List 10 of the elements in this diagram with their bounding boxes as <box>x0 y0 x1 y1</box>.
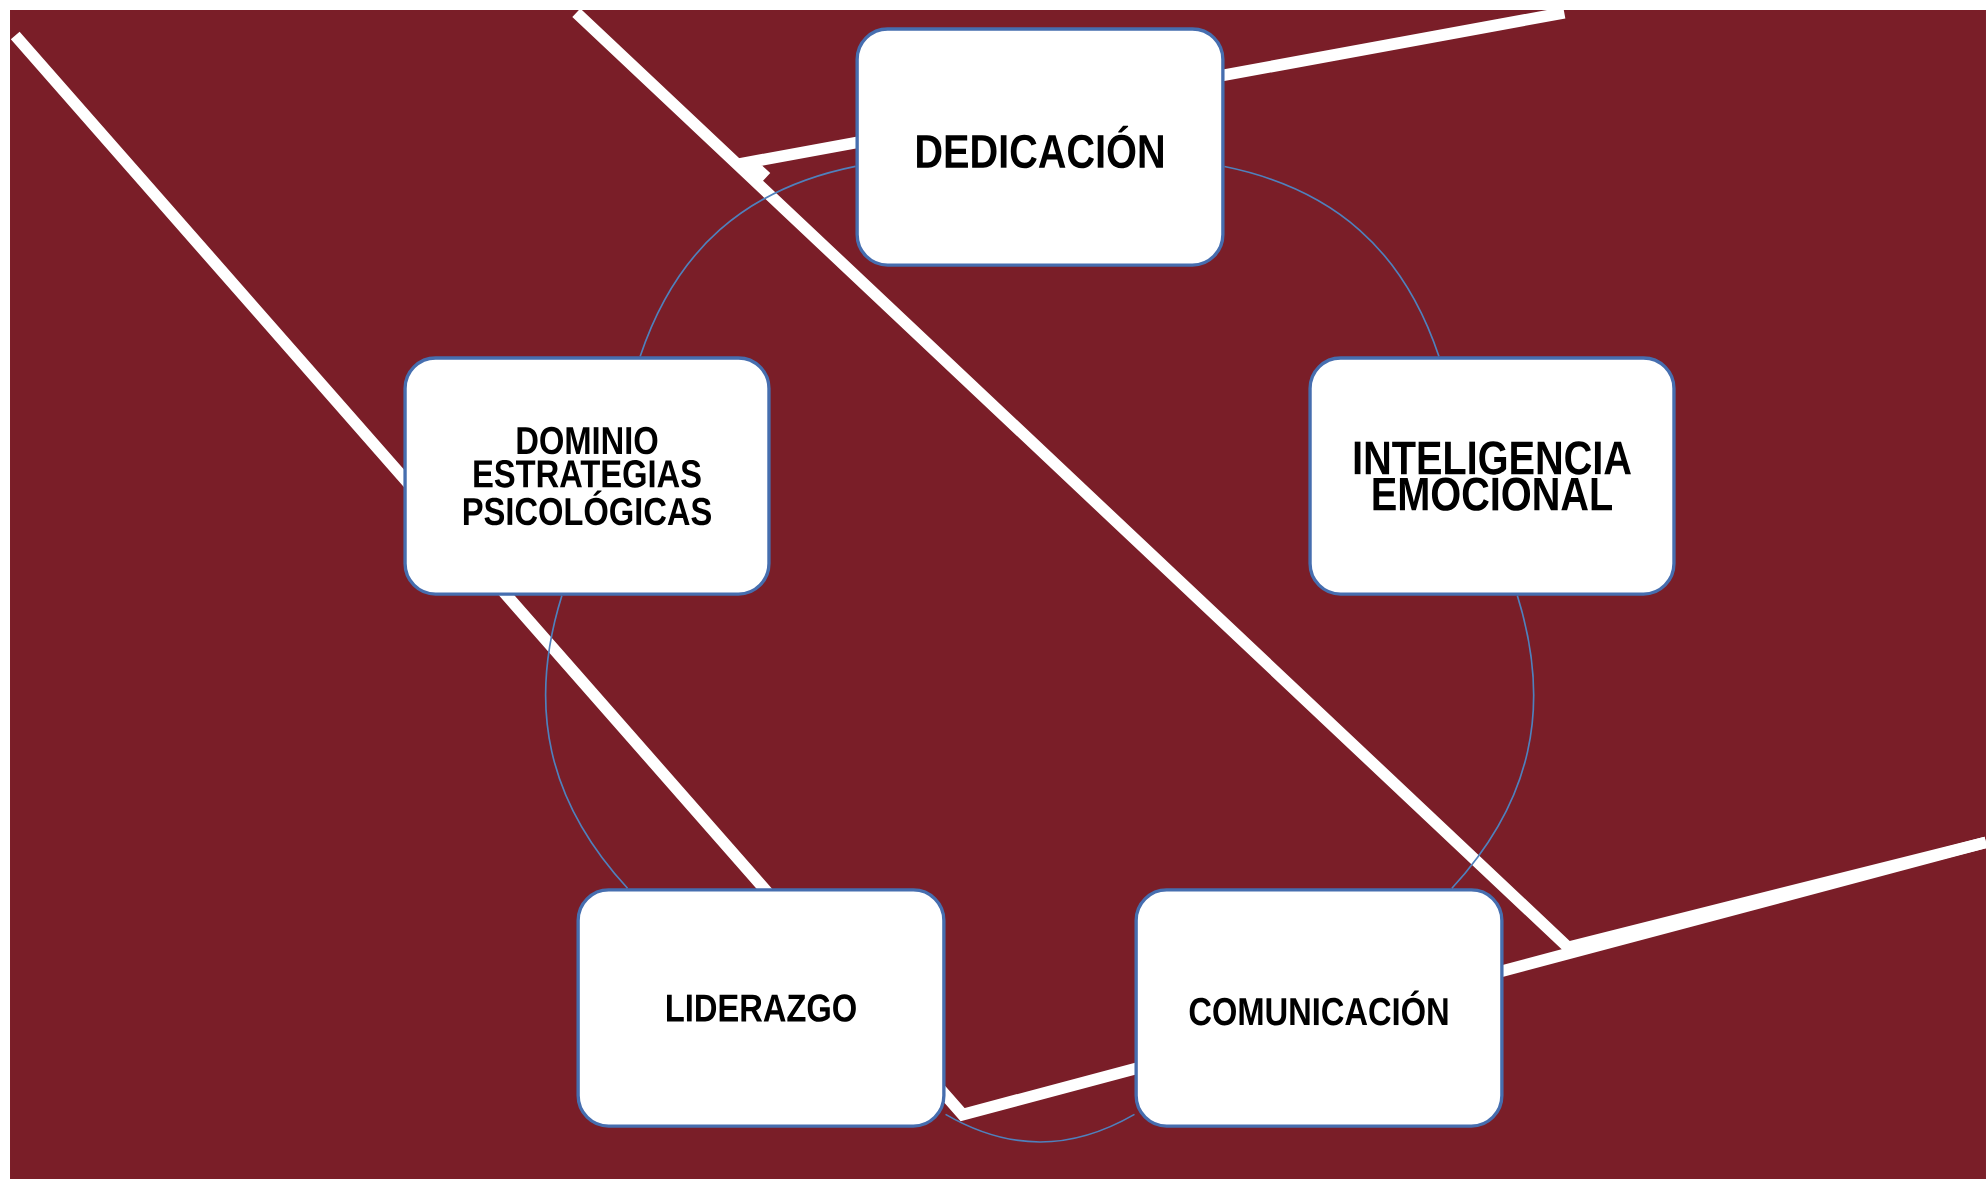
arc <box>1223 165 1440 358</box>
arc <box>639 165 857 358</box>
cycle-box: DEDICACIÓN <box>855 27 1225 267</box>
arc <box>944 1113 1136 1143</box>
cycle-box: INTELIGENCIA EMOCIONAL <box>1308 356 1676 596</box>
cycle-box: LIDERAZGO <box>576 888 946 1128</box>
arc <box>1451 594 1535 890</box>
cycle-box: DOMINIO ESTRATEGIAS PSICOLÓGICAS <box>403 356 771 596</box>
cycle-box: COMUNICACIÓN <box>1134 888 1504 1128</box>
arc <box>544 594 629 890</box>
